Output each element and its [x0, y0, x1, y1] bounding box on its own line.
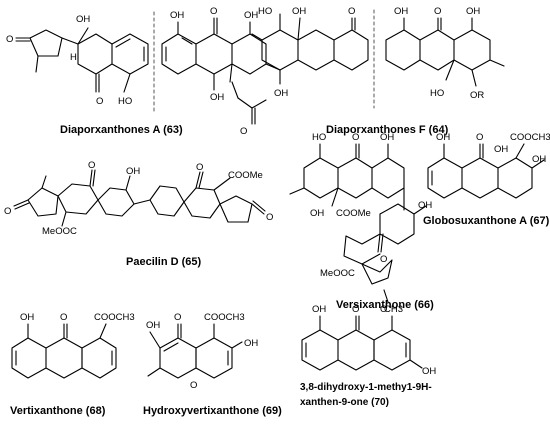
label-coome: COOMe	[228, 170, 263, 181]
label-oh: OH	[20, 312, 34, 323]
label-oh: OH	[244, 10, 258, 21]
label-oh: OH	[312, 304, 326, 315]
label-cooch3: COOCH3	[204, 312, 245, 323]
label-o: O	[96, 96, 103, 107]
label-o: O	[6, 34, 13, 45]
caption-compound-70-line2: xanthen-9-one (70)	[300, 397, 389, 408]
label-oh: OH	[76, 14, 90, 25]
label-oh: OH	[126, 166, 140, 177]
label-oh: OH	[210, 92, 224, 103]
label-or: OR	[470, 90, 484, 101]
label-o: O	[380, 304, 387, 315]
label-o: O	[348, 6, 355, 17]
label-oh: OH	[466, 6, 480, 17]
label-h: H	[70, 52, 77, 63]
caption-vertixanthone: Vertixanthone (68)	[10, 405, 106, 417]
caption-paecilin-d: Paecilin D (65)	[126, 256, 202, 268]
label-o: O	[190, 380, 197, 391]
label-oh: OH	[170, 10, 184, 21]
label-o: O	[210, 6, 217, 17]
label-o: O	[60, 312, 67, 323]
label-o: O	[266, 212, 273, 223]
label-ch3: CH3	[384, 304, 403, 315]
label-oh: OH	[394, 6, 408, 17]
structure-diaporxanthone-a: O OH H O HO OH O OH OH O	[6, 6, 281, 137]
label-oh: OH	[274, 88, 288, 99]
label-o: O	[352, 132, 359, 143]
label-oh: OH	[418, 200, 432, 211]
label-o: O	[380, 254, 387, 265]
label-ho: HO	[258, 6, 272, 17]
structure-globosuxanthone-a: OH O OH COOCH3 OH	[427, 132, 550, 199]
label-oh: OH	[494, 144, 508, 155]
label-ho: HO	[312, 132, 326, 143]
structure-compound-70: OH O CH3 OH	[301, 304, 436, 377]
label-o: O	[476, 132, 483, 143]
label-meooc: MeOOC	[320, 268, 355, 279]
label-o: O	[196, 162, 203, 173]
label-ho: HO	[118, 96, 132, 107]
structure-diaporxanthone-f: HO OH OH O OH O OH HO OR	[251, 6, 505, 109]
caption-hydroxyvertixanthone: Hydroxyvertixanthone (69)	[143, 405, 282, 417]
label-ho: HO	[430, 88, 444, 99]
caption-globosuxanthone-a: Globosuxanthone A (67)	[423, 215, 550, 227]
caption-compound-70-line1: 3,8-dihydroxy-1-methy1-9H-	[300, 382, 432, 393]
label-o: O	[88, 160, 95, 171]
label-o: O	[240, 126, 247, 137]
structure-paecilin-d: O O OH O COOMe O MeOOC	[4, 160, 273, 237]
label-o: O	[174, 312, 181, 323]
label-coome: COOMe	[336, 208, 371, 219]
label-cooch3: COOCH3	[510, 132, 550, 143]
label-oh: OH	[146, 320, 160, 331]
label-oh: OH	[532, 154, 546, 165]
label-cooch3: COOCH3	[94, 312, 135, 323]
label-meooc: MeOOC	[42, 226, 77, 237]
label-oh: OH	[436, 132, 450, 143]
structure-vertixanthone: OH O COOCH3	[11, 312, 135, 379]
caption-versixanthone: Versixanthone (66)	[336, 299, 434, 311]
structure-versixanthone: HO O OH OH COOMe OH O MeOOC O	[289, 132, 432, 315]
caption-diaporxanthones-f: Diaporxanthones F (64)	[326, 124, 449, 136]
label-o: O	[434, 6, 441, 17]
label-oh: OH	[310, 208, 324, 219]
label-o: O	[4, 206, 11, 217]
label-oh: OH	[422, 366, 436, 377]
label-o: O	[352, 304, 359, 315]
caption-diaporxanthones-a: Diaporxanthones A (63)	[60, 124, 183, 136]
label-oh: OH	[292, 6, 306, 17]
structure-hydroxyvertixanthone: OH O COOCH3 OH O	[146, 312, 258, 391]
label-oh: OH	[380, 132, 394, 143]
label-oh: OH	[244, 338, 258, 349]
